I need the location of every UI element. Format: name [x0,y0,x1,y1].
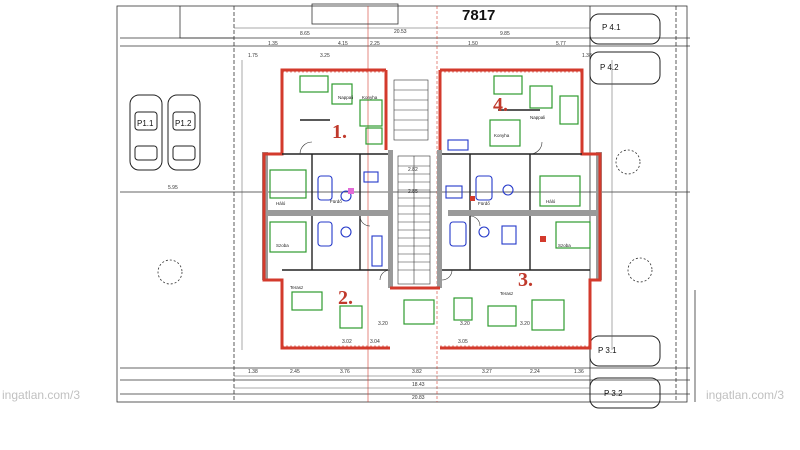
blue-fixtures [317,139,517,267]
dim-top-5: 3.25 [320,53,330,59]
unit-1-label: 1. [332,121,347,143]
dim-top-1: 8.65 [300,31,310,37]
green-furniture [269,75,591,331]
dim-top-4: 1.75 [248,53,258,59]
dim-top-3: 9.85 [500,31,510,37]
room-label-2: Konyha [362,95,378,100]
dim-misc-8: 3.04 [370,339,380,345]
dimension-lines [234,27,613,389]
dim-bottom-2: 2.45 [290,369,300,375]
room-label-10: Nappali [530,115,546,120]
dim-misc-4: 3.20 [378,321,388,327]
dim-bottom-6: 2.24 [530,369,540,375]
dim-top-total: 20.53 [394,29,407,35]
dim-misc-2: 2.82 [408,167,418,173]
door-swings [299,141,543,281]
gray-walls [262,150,602,288]
room-label-1: Nappali [338,95,354,100]
unit-2-label: 2. [338,287,353,309]
parking-label-p42: P 4.2 [600,63,619,72]
dim-misc-6: 3.05 [458,339,468,345]
parking-label-p12: P1.2 [175,119,192,128]
dim-bottom-7: 1.36 [574,369,584,375]
dim-misc-7: 3.20 [460,321,470,327]
room-label-7: Szoba [558,243,571,248]
room-label-6: Szoba [276,243,289,248]
dim-bottom-1: 1.38 [248,369,258,375]
dim-bottom-total: 20.83 [412,395,425,401]
dim-top-10: 1.38 [582,53,592,59]
dim-top-6: 4.15 [338,41,348,47]
dim-misc-9: 3.20 [520,321,530,327]
red-walls [262,68,602,350]
dim-top-7: 2.25 [370,41,380,47]
dim-misc-1: 5.95 [168,185,178,191]
unit-3-label: 3. [518,269,533,291]
dim-top-2: 1.35 [268,41,278,47]
room-label-4: Háló [276,201,286,206]
dim-bottom-5: 3.27 [482,369,492,375]
dim-misc-3: 2.85 [408,189,418,195]
room-label-5: Terasz [290,285,304,290]
stair-core [393,79,431,285]
parking-label-p31: P 3.1 [598,346,617,355]
parking-cars [129,13,661,409]
dim-bottom-8: 18.43 [412,382,425,388]
interior-walls [282,109,590,271]
red-wall-hatch [282,71,590,347]
dim-top-9: 5.77 [556,41,566,47]
room-label-11: Konyha [494,133,510,138]
room-label-12: Terasz [500,291,514,296]
unit-4-label: 4. [493,94,508,116]
room-label-3: Fürdő [330,199,342,204]
parking-label-p41: P 4.1 [602,23,621,32]
dim-misc-5: 3.02 [342,339,352,345]
watermark-left: ingatlan.com/3 [2,388,81,402]
room-label-8: Háló [546,199,556,204]
parking-label-p11: P1.1 [137,119,154,128]
room-label-9: Fürdő [478,201,490,206]
watermark-right: ingatlan.com/3 [706,388,785,402]
dim-bottom-4: 3.82 [412,369,422,375]
dim-bottom-3: 3.76 [340,369,350,375]
dim-top-8: 1.50 [468,41,478,47]
parking-label-p32: P 3.2 [604,389,623,398]
pink-fixtures [348,188,546,242]
plot-number: 7817 [462,7,496,24]
